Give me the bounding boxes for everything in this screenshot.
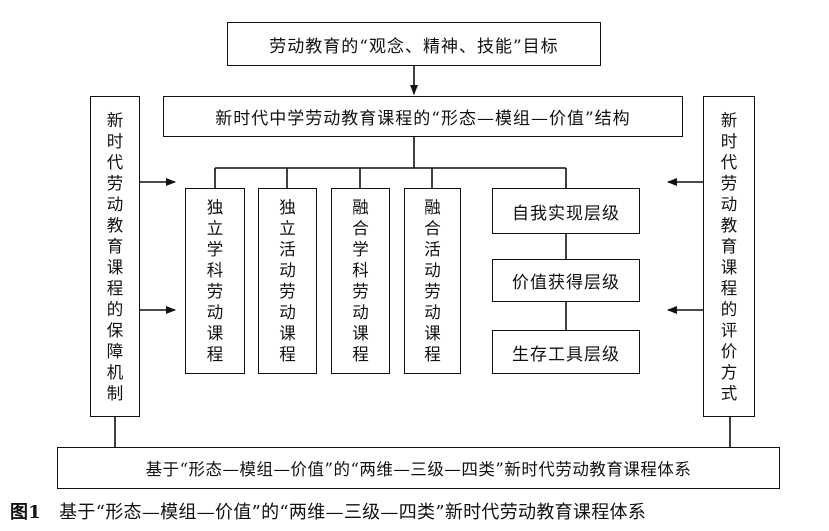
level-label-3: 生存工具层级: [512, 344, 620, 365]
course-label-4: 融合活动劳动课程: [424, 198, 441, 364]
course-label-2: 独立活动劳动课程: [279, 198, 296, 364]
level-label-1: 自我实现层级: [512, 203, 620, 224]
level-box-2: 价值获得层级: [492, 259, 640, 302]
structure-box-text: 新时代中学劳动教育课程的“形态—模组—价值”结构: [215, 109, 631, 129]
bottom-box-text: 基于“形态—模组—价值”的“两维—三级—四类”新时代劳动教育课程体系: [145, 460, 692, 479]
caption-text: 基于“形态—模组—价值”的“两维—三级—四类”新时代劳动教育课程体系: [59, 502, 647, 523]
course-box-2: 独立活动劳动课程: [258, 188, 317, 374]
course-box-4: 融合活动劳动课程: [404, 188, 461, 374]
bottom-box: 基于“形态—模组—价值”的“两维—三级—四类”新时代劳动教育课程体系: [57, 447, 780, 489]
course-label-1: 独立学科劳动课程: [206, 198, 224, 364]
course-box-3: 融合学科劳动课程: [331, 188, 390, 374]
right-side-box: 新时代劳动教育课程的评价方式: [703, 96, 755, 417]
caption-label: 图1: [10, 502, 42, 523]
level-box-3: 生存工具层级: [492, 330, 640, 374]
left-side-box: 新时代劳动教育课程的保障机制: [90, 96, 140, 417]
left-side-text: 新时代劳动教育课程的保障机制: [106, 110, 124, 403]
structure-box: 新时代中学劳动教育课程的“形态—模组—价值”结构: [163, 96, 683, 137]
goal-box: 劳动教育的“观念、精神、技能”目标: [227, 22, 601, 66]
goal-box-text: 劳动教育的“观念、精神、技能”目标: [269, 36, 559, 57]
course-box-1: 独立学科劳动课程: [185, 188, 245, 374]
figure-caption: 图1 基于“形态—模组—价值”的“两维—三级—四类”新时代劳动教育课程体系: [10, 498, 646, 524]
level-box-1: 自我实现层级: [492, 188, 640, 234]
course-label-3: 融合学科劳动课程: [352, 198, 369, 364]
right-side-text: 新时代劳动教育课程的评价方式: [720, 110, 738, 403]
level-label-2: 价值获得层级: [512, 273, 620, 293]
